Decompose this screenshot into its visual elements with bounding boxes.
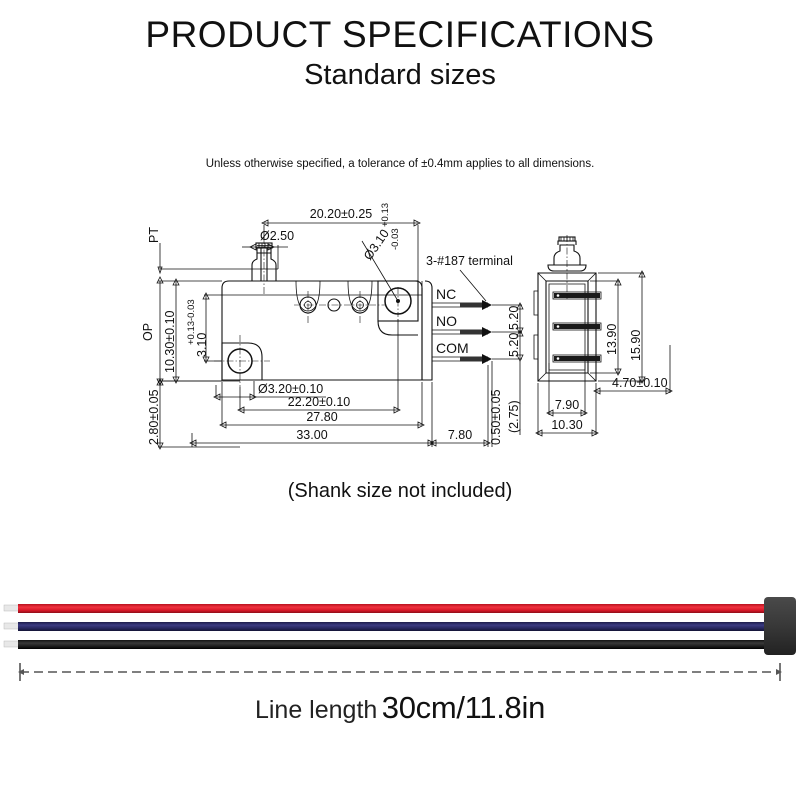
dim-top-width: 20.20±0.25 (261, 207, 421, 281)
line-length-block: Line length 30cm/11.8in (0, 690, 800, 726)
dim-label-hole-spacing: 22.20±0.10 (288, 395, 351, 409)
dim-label-terminal-pitch-1: 5.20 (507, 306, 521, 330)
dim-label-plunger-dia: Ø2.50 (260, 229, 294, 243)
dim-label-terminal-ref: (2.75) (507, 400, 521, 433)
dim-label-terminal-length: 7.80 (448, 428, 472, 442)
front-terminal-slots (552, 291, 602, 363)
dim-front-depth: 4.70±0.10 (593, 345, 673, 395)
page-title: PRODUCT SPECIFICATIONS (145, 14, 655, 55)
wire-connector-block (764, 597, 796, 655)
internal-components (295, 280, 373, 314)
dim-label-hole-dia: Ø3.10 (361, 227, 392, 263)
dim-hole-height: 3.10 +0.13 -0.03 (186, 292, 222, 364)
dim-front-inner-width: 7.90 (546, 363, 588, 417)
dim-label-bottom-offset: 2.80±0.05 (147, 389, 161, 445)
terminal-blade-no (432, 327, 492, 337)
dim-label-hole-height-minus: -0.03 (186, 299, 197, 321)
technical-drawing: NC NO COM 3-#187 terminal PT OP 10.30±0 (141, 203, 673, 450)
switch-front-view (533, 235, 602, 382)
shank-note: (Shank size not included) (287, 480, 513, 502)
dim-label-hole-dia-minus: -0.03 (390, 228, 401, 250)
dim-label-front-inner-height: 13.90 (605, 324, 619, 355)
dim-op: OP (141, 276, 222, 386)
dim-label-front-inner-width: 7.90 (555, 398, 579, 412)
title-block: PRODUCT SPECIFICATIONS Standard sizes (0, 14, 800, 93)
dim-label-pt: PT (147, 227, 161, 243)
dim-hole-spacing: 22.20±0.10 (237, 319, 401, 414)
dim-label-mount-hole-dia: Ø3.20±0.10 (258, 382, 323, 396)
dim-label-terminal-pitch-2: 5.20 (507, 333, 521, 357)
dim-label-body-length: 27.80 (306, 410, 337, 424)
dim-mount-hole-dia: Ø3.20±0.10 (213, 381, 326, 401)
dim-terminal-length: 7.80 (429, 365, 491, 447)
wire-length-dimension (18, 663, 782, 681)
red-wire (3, 604, 770, 613)
terminal-blade-nc (432, 300, 492, 310)
terminal-label-com: COM (436, 340, 469, 356)
page-subtitle: Standard sizes (304, 59, 496, 92)
dim-bottom-offset: 2.80±0.05 (147, 378, 240, 450)
dim-overall-length: 33.00 (189, 382, 435, 447)
left-mounting-hole (221, 342, 263, 381)
dim-terminal-thickness: 0.50±0.05 (489, 361, 503, 447)
dim-label-height-op: 10.30±0.10 (163, 310, 177, 373)
dim-label-hole-height-plus: +0.13 (186, 321, 197, 345)
dim-label-hole-height: 3.10 (195, 333, 209, 357)
dim-front-inner-height: 13.90 (590, 278, 622, 376)
dim-label-op: OP (141, 323, 155, 341)
wire-harness-illustration (3, 597, 796, 681)
dim-label-front-outer-width: 10.30 (551, 418, 582, 432)
terminal-callout-label: 3-#187 terminal (426, 254, 513, 268)
switch-side-view (214, 237, 433, 387)
dim-label-front-depth: 4.70±0.10 (612, 376, 668, 390)
terminal-blades (432, 300, 492, 364)
blue-wire (3, 622, 770, 631)
dim-front-outer-width: 10.30 (535, 383, 599, 437)
dim-plunger-dia: Ø2.50 (242, 229, 294, 251)
dim-front-outer-height: 15.90 (598, 270, 646, 384)
dim-body-length: 27.80 (219, 382, 425, 429)
dim-terminal-ref: (2.75) (507, 361, 521, 435)
terminal-label-nc: NC (436, 286, 456, 302)
terminal-housing (421, 280, 433, 381)
dim-label-front-outer-height: 15.90 (629, 330, 643, 361)
dim-label-hole-dia-plus: +0.13 (380, 203, 391, 227)
dim-terminal-pitch: 5.20 5.20 (492, 302, 524, 362)
black-wire (3, 640, 770, 649)
line-length-label: Line length (254, 696, 378, 724)
line-length-value: 30cm/11.8in (381, 690, 546, 725)
dim-label-top-width: 20.20±0.25 (310, 207, 373, 221)
dim-height-op: 10.30±0.10 (163, 278, 180, 384)
dim-label-terminal-thickness: 0.50±0.05 (489, 389, 503, 445)
tolerance-note: Unless otherwise specified, a tolerance … (205, 158, 595, 170)
terminal-label-no: NO (436, 313, 457, 329)
terminal-blade-com (432, 354, 492, 364)
dim-label-overall-length: 33.00 (296, 428, 327, 442)
dim-pt: PT (147, 227, 279, 275)
